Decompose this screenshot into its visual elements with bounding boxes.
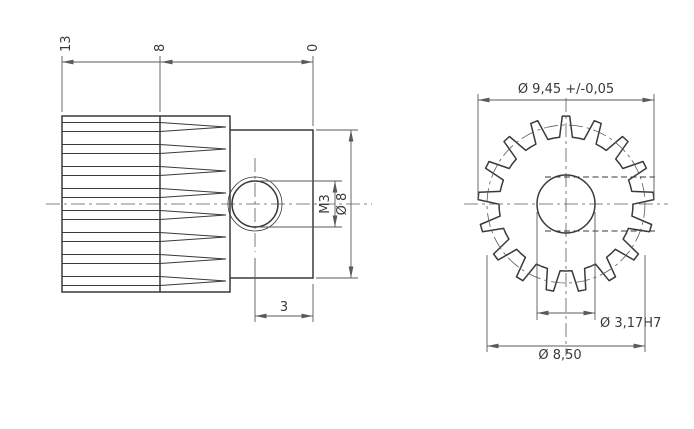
side-view (46, 115, 372, 293)
bore-circle (536, 174, 596, 234)
front-view (464, 98, 668, 356)
front-view-dimensions: Ø 9,45 +/-0,05 Ø 3,17H7 Ø 8,50 (477, 82, 661, 363)
tooth-line (159, 280, 227, 287)
tooth-line (159, 231, 227, 238)
tooth-line (159, 148, 227, 155)
tooth-line (159, 121, 227, 128)
ordinate-label-8: 8 (153, 44, 168, 52)
gear-teeth-outline (477, 115, 655, 292)
ordinate-label-0: 0 (306, 44, 321, 52)
pitch-label: Ø 8,50 (538, 348, 581, 363)
tooth-line (159, 170, 227, 177)
tooth-line (159, 165, 227, 172)
tooth-line (159, 253, 227, 260)
tooth-line (159, 209, 227, 216)
pitch-circle (486, 124, 646, 284)
bore-label: Ø 3,17H7 (600, 316, 661, 331)
tooth-line (159, 214, 227, 221)
od-label: Ø 9,45 +/-0,05 (518, 82, 614, 97)
tooth-line (159, 275, 227, 282)
m3-label: M3 (318, 194, 333, 214)
tooth-profile-lines (62, 121, 227, 287)
side-view-dimensions: 13 8 0 M3 Ø 8 3 (59, 35, 358, 322)
m3-thread-circle (227, 176, 283, 232)
tooth-line (159, 236, 227, 243)
m3-hole-circle (231, 180, 279, 228)
dia8-label: Ø 8 (335, 193, 350, 216)
pos3-label: 3 (280, 300, 288, 315)
tooth-line (159, 187, 227, 194)
tooth-line (159, 126, 227, 133)
tooth-line (159, 192, 227, 199)
tooth-line (159, 143, 227, 150)
ordinate-label-13: 13 (59, 35, 74, 52)
tooth-line (159, 258, 227, 265)
